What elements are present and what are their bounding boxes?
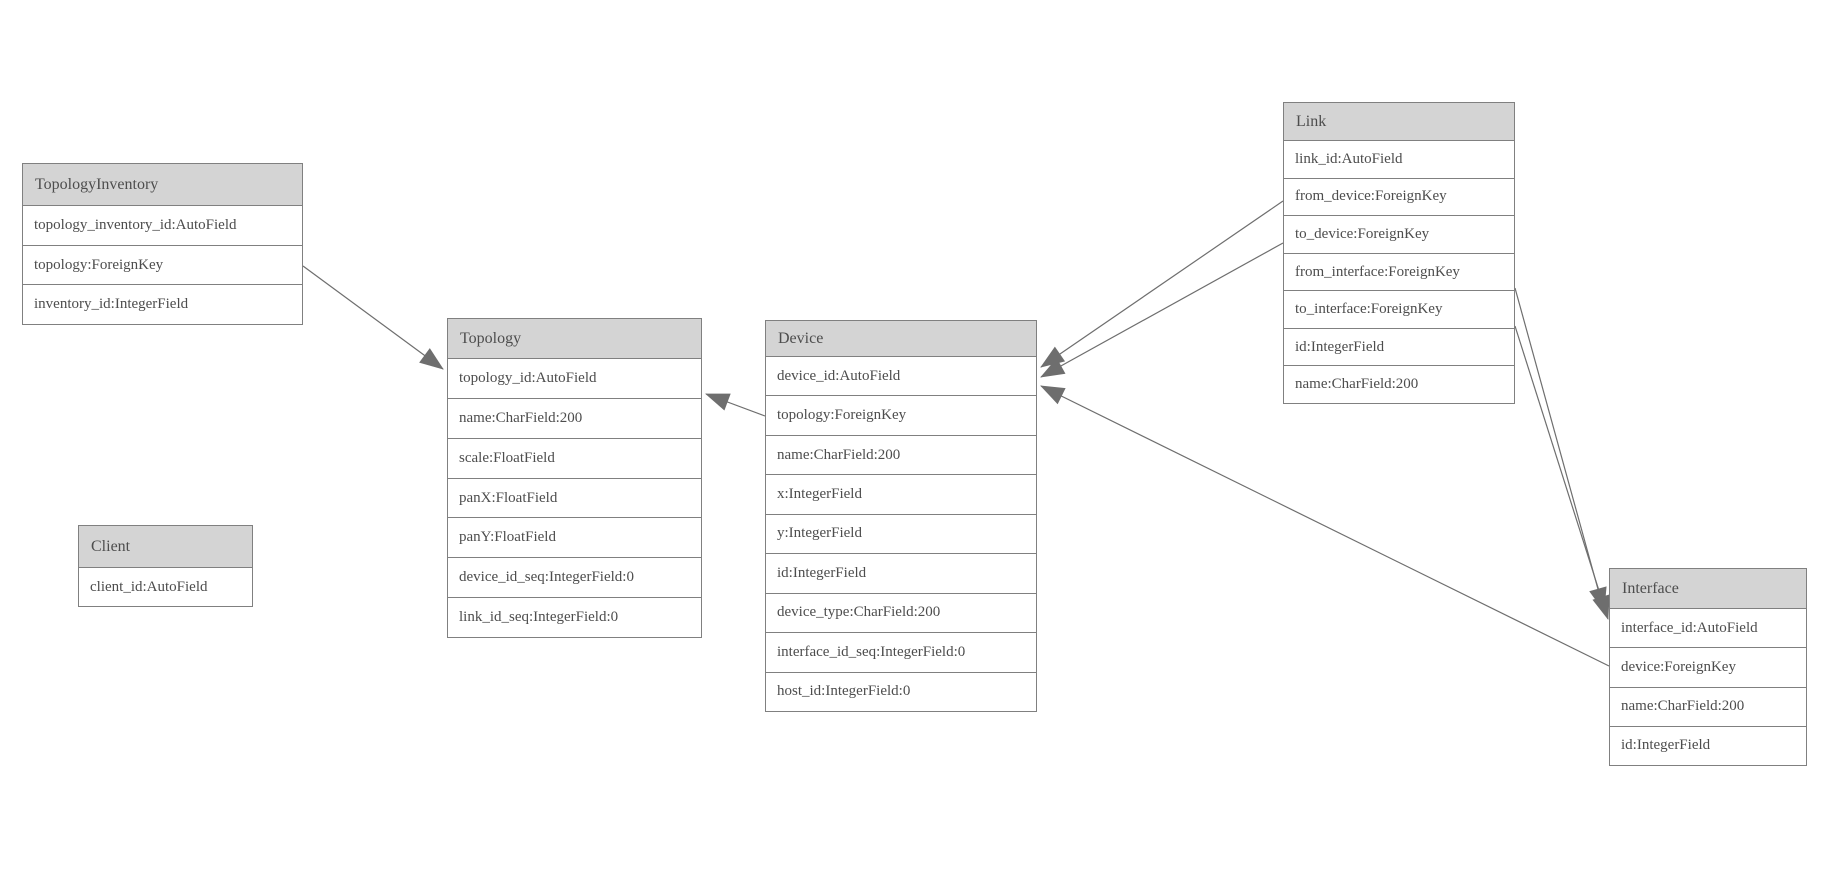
relationship-device-topology-to-topology xyxy=(705,393,766,417)
entity-topology: Topology topology_id:AutoField name:CharFi… xyxy=(447,318,702,638)
field-row: topology_id:AutoField xyxy=(459,369,597,386)
field-row: to_device:ForeignKey xyxy=(1284,215,1514,253)
field-row: device_type:CharField:200 xyxy=(766,592,1036,632)
field-row: y:IntegerField xyxy=(766,513,1036,553)
field-row: link_id_seq:IntegerField:0 xyxy=(448,597,701,637)
field-row: id:IntegerField xyxy=(1284,327,1514,366)
field-row: topology:ForeignKey xyxy=(766,395,1036,434)
field-row: name:CharField:200 xyxy=(766,434,1036,474)
entity-client: Client client_id:AutoField xyxy=(78,525,253,607)
field-row: id:IntegerField xyxy=(1610,725,1806,765)
relationship-link-from_device-to-device xyxy=(1040,200,1284,368)
entity-device: Device device_id:AutoField topology:Foreig… xyxy=(765,320,1037,712)
field-row: to_interface:ForeignKey xyxy=(1284,290,1514,328)
field-row: topology_inventory_id:AutoField xyxy=(34,216,237,233)
entity-field-list: client_id:AutoField xyxy=(79,568,252,606)
field-row: id:IntegerField xyxy=(766,553,1036,592)
field-row: device:ForeignKey xyxy=(1610,647,1806,686)
entity-title: Link xyxy=(1284,103,1514,141)
relationship-link-from_interface-to-interface xyxy=(1514,287,1607,612)
field-row: name:CharField:200 xyxy=(448,397,701,438)
field-row: scale:FloatField xyxy=(448,437,701,478)
field-row: link_id:AutoField xyxy=(1295,150,1403,167)
field-row: interface_id:AutoField xyxy=(1621,619,1758,636)
field-row: interface_id_seq:IntegerField:0 xyxy=(766,632,1036,671)
field-row: name:CharField:200 xyxy=(1610,686,1806,726)
entity-link: Link link_id:AutoField from_device:Foreign… xyxy=(1283,102,1515,404)
relationship-topologyinventory-topology-to-topology xyxy=(302,265,444,370)
entity-title: Topology xyxy=(448,319,701,359)
relationship-interface-device-to-device xyxy=(1040,385,1610,667)
field-row: panX:FloatField xyxy=(448,477,701,518)
field-row: client_id:AutoField xyxy=(90,578,208,595)
field-row: panY:FloatField xyxy=(448,517,701,557)
field-row: device_id_seq:IntegerField:0 xyxy=(448,557,701,597)
field-row: name:CharField:200 xyxy=(1284,365,1514,403)
relationship-link-to_device-to-device xyxy=(1040,242,1284,378)
entity-title: Interface xyxy=(1610,569,1806,609)
entity-title: TopologyInventory xyxy=(23,164,302,206)
field-row: from_interface:ForeignKey xyxy=(1284,252,1514,291)
field-row: x:IntegerField xyxy=(766,474,1036,513)
entity-title: Client xyxy=(79,526,252,568)
entity-title: Device xyxy=(766,321,1036,357)
relationship-link-to_interface-to-interface xyxy=(1514,325,1610,620)
field-row: device_id:AutoField xyxy=(777,367,901,384)
entity-field-list: topology_inventory_id:AutoField topology:… xyxy=(23,206,302,324)
field-row: host_id:IntegerField:0 xyxy=(766,671,1036,711)
field-row: from_device:ForeignKey xyxy=(1284,177,1514,216)
field-row: topology:ForeignKey xyxy=(23,244,302,285)
entity-interface: Interface interface_id:AutoField device:Fo… xyxy=(1609,568,1807,766)
field-row: inventory_id:IntegerField xyxy=(23,284,302,324)
